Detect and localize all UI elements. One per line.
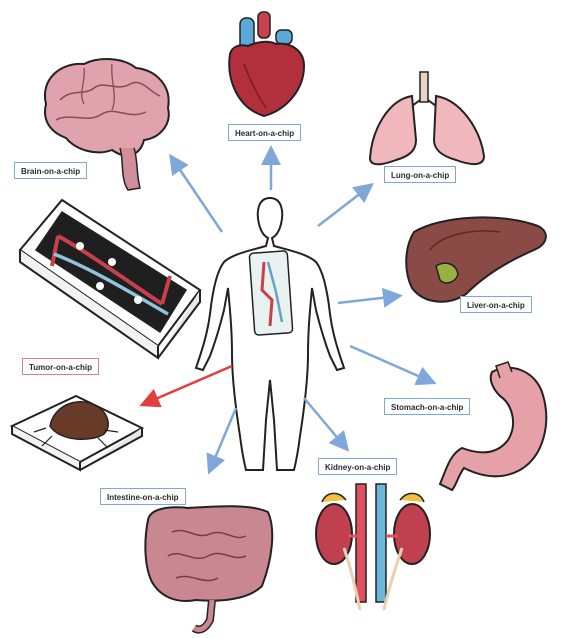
label-liver: Liver-on-a-chip: [460, 296, 532, 313]
arrow-stomach: [350, 346, 432, 382]
label-heart: Heart-on-a-chip: [228, 124, 301, 141]
liver-icon: [406, 217, 546, 301]
human-body-icon: [196, 198, 344, 470]
label-intestine: Intestine-on-a-chip: [100, 488, 186, 505]
kidneys-icon: [316, 484, 430, 610]
lungs-icon: [370, 72, 484, 164]
arrow-kidney: [304, 398, 346, 448]
arrow-liver: [338, 296, 398, 303]
arrow-intestine: [210, 408, 236, 470]
label-tumor: Tumor-on-a-chip: [22, 358, 99, 375]
label-brain: Brain-on-a-chip: [14, 162, 87, 179]
arrow-tumor: [144, 366, 232, 404]
label-kidney: Kidney-on-a-chip: [318, 458, 397, 475]
arrow-lung: [318, 186, 370, 226]
stomach-icon: [440, 362, 546, 490]
intestine-icon: [145, 506, 272, 629]
arrow-brain: [172, 158, 222, 232]
tumor-icon: [12, 396, 142, 470]
label-lung: Lung-on-a-chip: [384, 166, 456, 183]
heart-icon: [229, 12, 304, 116]
chip-device-icon: [20, 200, 200, 358]
label-stomach: Stomach-on-a-chip: [384, 398, 470, 415]
